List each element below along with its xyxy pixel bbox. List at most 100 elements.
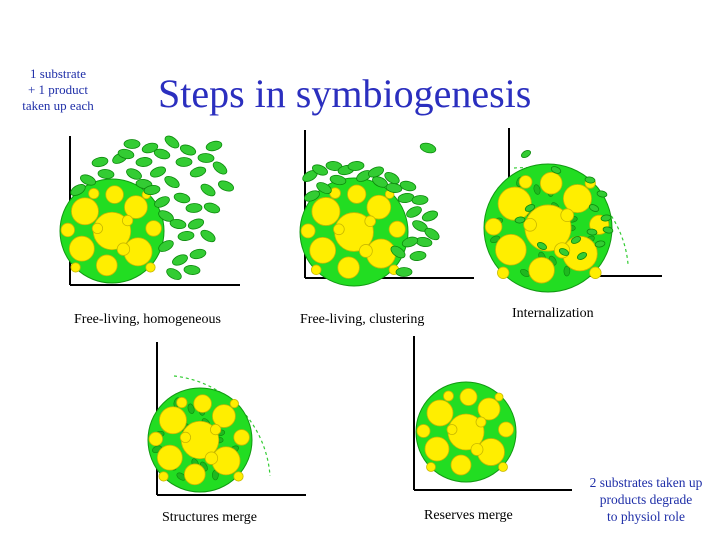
symbiont-bacterium xyxy=(397,192,415,204)
reserve-globule xyxy=(475,416,487,428)
symbiont-bacterium xyxy=(200,229,216,243)
symbiont-bacterium xyxy=(70,184,86,196)
symbiont-bacterium xyxy=(212,161,228,175)
panel-free-living-homogeneous xyxy=(59,135,240,286)
symbiont-bacterium xyxy=(550,166,562,174)
reserve-globule xyxy=(443,390,454,402)
symbiont-bacterium xyxy=(197,153,215,163)
reserve-globule xyxy=(477,397,501,421)
symbiont-bacterium xyxy=(312,164,328,176)
symbiont-bacterium xyxy=(169,218,187,230)
symbiont-bacterium xyxy=(514,216,526,224)
symbiont-bacterium xyxy=(179,144,197,156)
symbiont-bacterium xyxy=(588,204,600,212)
symbiont-bacterium xyxy=(117,148,135,160)
symbiont-bacterium xyxy=(596,190,608,198)
panel-caption: Reserves merge xyxy=(424,508,513,523)
symbiont-bacterium xyxy=(97,169,115,179)
reserve-globule xyxy=(589,266,602,279)
reserve-globule xyxy=(233,471,244,482)
outer-membrane xyxy=(173,375,271,477)
symbiont-bacterium xyxy=(164,175,180,189)
panel-axes xyxy=(413,336,572,491)
symbiont-bacterium xyxy=(143,184,161,196)
reserve-globule xyxy=(494,392,504,402)
reserve-globule xyxy=(388,220,406,238)
note-top-left: 1 substrate + 1 product taken up each xyxy=(6,66,110,114)
reserve-globule xyxy=(459,388,478,406)
panel-caption: Free-living, clustering xyxy=(300,312,425,327)
reserve-globule xyxy=(450,454,472,476)
symbiont-bacterium xyxy=(164,135,180,149)
symbiont-bacterium xyxy=(401,236,419,248)
symbiont-bacterium xyxy=(329,174,347,186)
host-cell xyxy=(299,177,409,287)
symbiont-bacterium xyxy=(384,171,400,185)
reserve-globule xyxy=(424,436,450,462)
symbiont-bacterium xyxy=(149,166,167,178)
symbiont-bacterium xyxy=(576,252,588,260)
symbiont-bacterium xyxy=(177,231,195,241)
reserve-globule xyxy=(145,262,156,273)
symbiont-bacterium xyxy=(558,248,570,256)
reserve-globule xyxy=(498,421,514,438)
symbiont-bacterium xyxy=(521,149,531,159)
symbiont-bacterium xyxy=(570,236,582,244)
symbiont-bacterium xyxy=(390,245,406,259)
reserve-globule xyxy=(88,187,100,200)
reserve-globule xyxy=(310,264,322,276)
reserve-globule xyxy=(497,186,532,221)
reserve-globule xyxy=(416,424,431,438)
internal-symbiont xyxy=(520,268,530,278)
symbiont-bacterium xyxy=(399,180,417,192)
symbiont-bacterium xyxy=(185,203,203,213)
symbiont-bacterium xyxy=(158,240,174,252)
note-line: 1 substrate xyxy=(30,66,86,81)
symbiont-bacterium xyxy=(189,248,207,260)
symbiont-bacterium xyxy=(172,254,188,266)
reserve-globule xyxy=(337,256,360,279)
note-line: products degrade xyxy=(599,492,693,507)
reserve-globule xyxy=(91,222,104,235)
symbiont-bacterium xyxy=(200,183,216,197)
symbiont-bacterium xyxy=(406,206,422,218)
symbiont-bacterium xyxy=(421,210,439,222)
symbiont-bacterium xyxy=(602,226,614,234)
reserve-globule xyxy=(159,406,187,435)
internal-symbiont xyxy=(533,184,541,195)
reserve-globule xyxy=(204,451,219,465)
symbiont-bacterium xyxy=(411,195,429,205)
panel-structures-merge xyxy=(147,342,306,496)
host-cell xyxy=(483,163,613,293)
panel-reserves-merge xyxy=(413,336,572,491)
panel-caption: Free-living, homogeneous xyxy=(74,312,221,327)
reserve-globule xyxy=(523,218,537,232)
reserve-globule xyxy=(562,184,592,214)
internal-symbiont xyxy=(563,265,571,277)
reserve-globule xyxy=(124,195,148,219)
reserve-globule xyxy=(71,197,99,226)
page-title: Steps in symbiogenesis xyxy=(158,71,532,116)
reserve-globule xyxy=(364,215,376,227)
reserve-globule xyxy=(176,396,188,409)
reserve-globule xyxy=(358,244,373,258)
reserve-globule xyxy=(145,220,162,237)
reserve-globule xyxy=(105,185,124,204)
symbiont-bacterium xyxy=(166,268,182,280)
symbiont-bacterium xyxy=(175,157,193,167)
panel-caption: Internalization xyxy=(512,306,594,321)
reserve-globule xyxy=(148,431,163,447)
reserve-globule xyxy=(528,257,555,284)
host-cell xyxy=(147,387,253,493)
symbiont-bacterium xyxy=(367,166,385,178)
note-line: 2 substrates taken up xyxy=(589,475,703,490)
symbiont-bacterium xyxy=(395,267,413,277)
host-cell xyxy=(415,381,517,483)
symbiont-bacterium xyxy=(205,140,223,152)
reserve-globule xyxy=(193,394,212,413)
reserve-globule xyxy=(212,404,236,428)
symbiont-cloud xyxy=(70,135,235,280)
panel-free-living-clustering xyxy=(299,130,474,287)
reserve-globule xyxy=(70,262,81,273)
note-line: taken up each xyxy=(22,98,94,113)
